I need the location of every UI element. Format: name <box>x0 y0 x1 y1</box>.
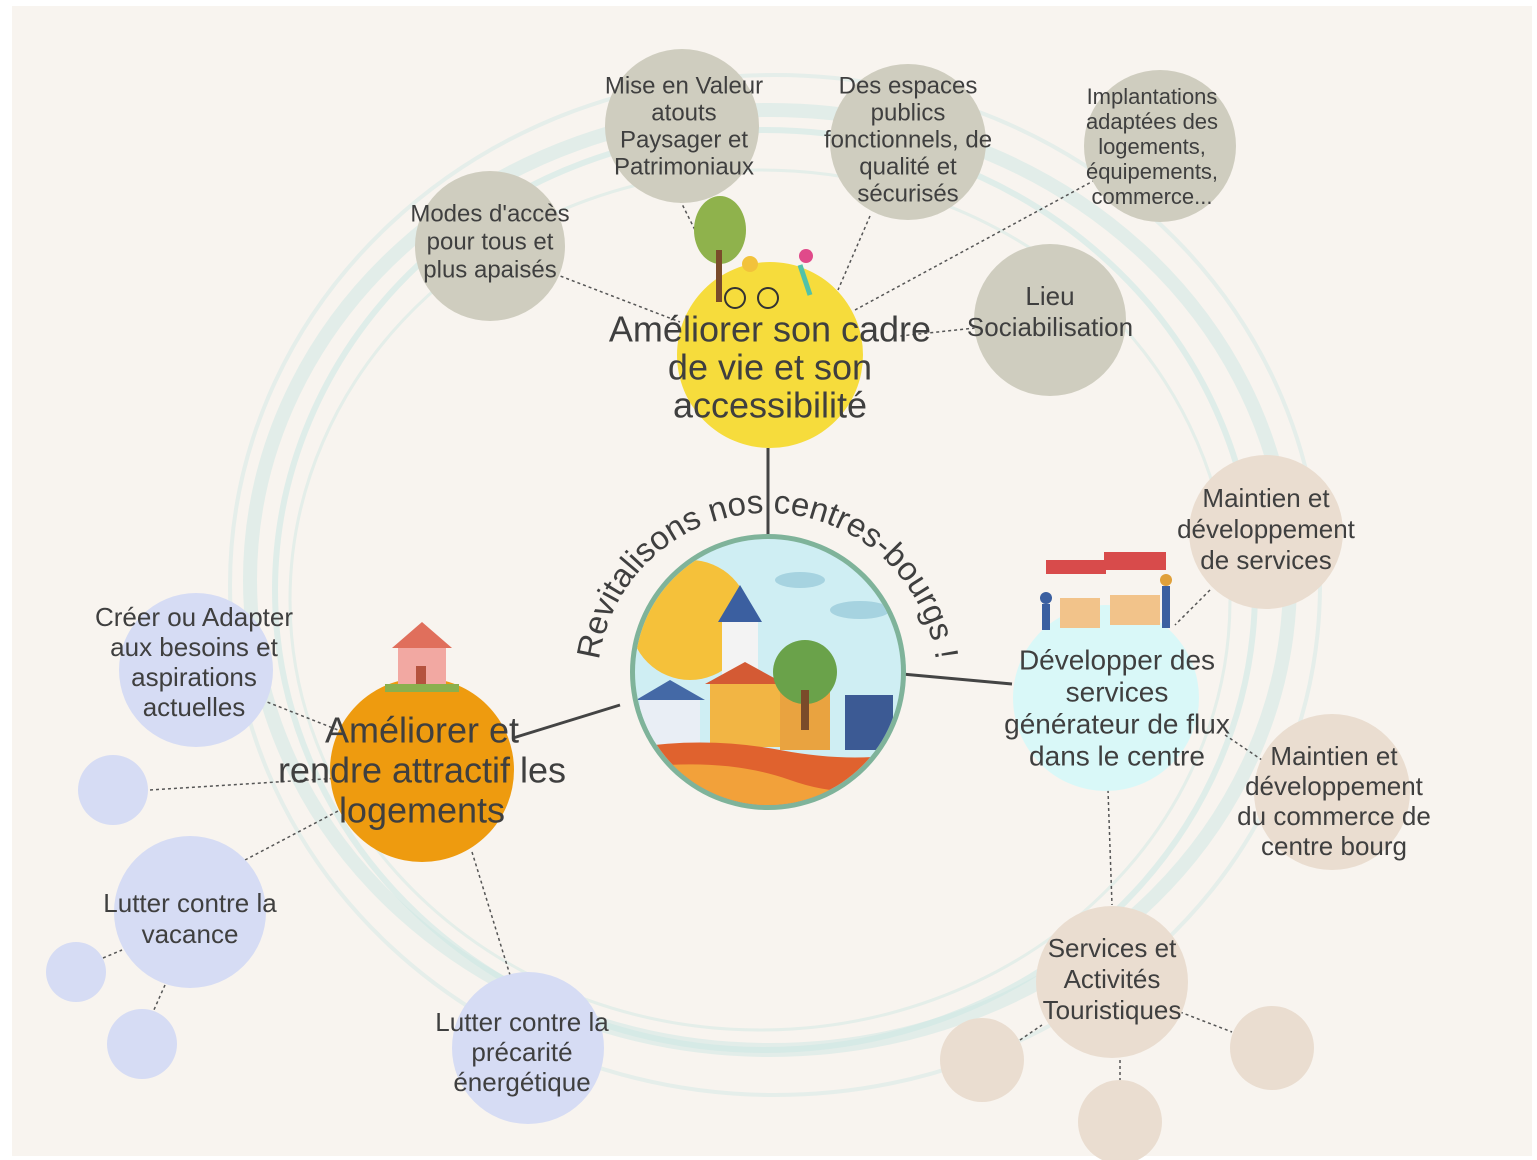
bubble-espaces-publics <box>830 64 986 220</box>
leaf-creer-label-line: aspirations <box>131 662 257 692</box>
leaf-modes-label-line: Modes d'accès <box>410 200 569 227</box>
hub-logements-label-line: rendre attractif les <box>278 750 566 791</box>
leaf-modes-label-line: plus apaisés <box>423 256 556 283</box>
bubble-implantations <box>1084 70 1236 222</box>
leaf-maintien_services-label-line: Maintien et <box>1202 483 1330 513</box>
hub-services <box>1013 605 1199 791</box>
hub-services-label-line: générateur de flux <box>1004 708 1230 739</box>
leaf-lieu-label-line: Sociabilisation <box>967 312 1133 342</box>
bubble-empty-6 <box>1078 1080 1162 1160</box>
connectors <box>102 179 1263 1082</box>
hub-services-label-line: services <box>1066 676 1169 707</box>
leaf-maintien_services-label-line: développement <box>1177 514 1356 544</box>
bubble-empty-4 <box>940 1018 1024 1102</box>
bubble-empty-5 <box>1230 1006 1314 1090</box>
bubble-lutter-vacance <box>114 836 266 988</box>
leaf-lieu-label-line: Lieu <box>1025 281 1074 311</box>
bubbles-cadre <box>415 49 1236 396</box>
bubble-empty-2 <box>46 942 106 1002</box>
leaf-vacance-label-line: vacance <box>142 919 239 949</box>
leaf-touristiques-label-line: Services et <box>1048 933 1177 963</box>
leaf-implantations-label-line: équipements, <box>1086 159 1218 184</box>
bicycle-icon <box>724 287 746 309</box>
leaf-touristiques-label-line: Touristiques <box>1043 995 1182 1025</box>
leaf-maintien_services-label-line: de services <box>1200 545 1332 575</box>
hub-logements-label-line: Améliorer et <box>325 710 519 751</box>
leaf-implantations-label-line: Implantations <box>1087 84 1218 109</box>
leaf-precarite-label-line: précarité <box>471 1037 572 1067</box>
leaf-vacance-label-line: Lutter contre la <box>103 888 277 918</box>
leaf-valeur-label-line: Paysager et <box>620 126 748 153</box>
house-icon <box>385 622 459 692</box>
bubble-modes-acces <box>415 171 565 321</box>
leaf-implantations-label-line: logements, <box>1098 134 1206 159</box>
bubbles-logements <box>46 593 604 1124</box>
hub-cadre-label-line: accessibilité <box>673 385 867 426</box>
market-stall-icon <box>1040 552 1172 630</box>
hub-connector-logements <box>512 703 621 740</box>
hub-services-label-line: dans le centre <box>1029 740 1205 771</box>
hub-cadre-de-vie <box>677 262 863 448</box>
tree-icon <box>773 640 837 704</box>
leaf-maintien_commerce-label-line: centre bourg <box>1261 831 1407 861</box>
hub-cadre-label-line: de vie et son <box>668 347 872 388</box>
leaf-touristiques-label-line: Activités <box>1064 964 1161 994</box>
bubble-maintien-commerce <box>1254 714 1410 870</box>
leaf-precarite-label-line: Lutter contre la <box>435 1007 609 1037</box>
bubble-lutter-precarite <box>452 972 604 1124</box>
leaf-espaces-label-line: qualité et <box>859 153 957 180</box>
bubble-empty-1 <box>78 755 148 825</box>
leaf-espaces-label-line: sécurisés <box>857 180 958 207</box>
hub-cadre-label-line: Améliorer son cadre <box>609 309 931 350</box>
bubble-creer-adapter <box>119 593 273 747</box>
leaf-valeur-label-line: Mise en Valeur <box>605 72 763 99</box>
leaf-implantations-label-line: commerce... <box>1091 184 1212 209</box>
leaf-maintien_commerce-label-line: du commerce de <box>1237 801 1431 831</box>
leaf-espaces-label-line: publics <box>871 99 946 126</box>
hub-services-label-line: Développer des <box>1019 644 1215 675</box>
leaf-creer-label-line: actuelles <box>143 692 246 722</box>
bubble-lieu-sociabilisation <box>974 244 1126 396</box>
leaf-creer-label-line: aux besoins et <box>110 632 278 662</box>
leaf-valeur-label-line: Patrimoniaux <box>614 153 754 180</box>
hub-connector-services <box>901 672 1013 686</box>
leaf-espaces-label-line: Des espaces <box>839 72 978 99</box>
leaf-maintien_commerce-label-line: Maintien et <box>1270 741 1398 771</box>
leaf-espaces-label-line: fonctionnels, de <box>824 126 992 153</box>
leaf-precarite-label-line: énergétique <box>453 1067 590 1097</box>
leaf-creer-label-line: Créer ou Adapter <box>95 602 293 632</box>
hub-logements-label-line: logements <box>339 790 505 831</box>
bubble-empty-3 <box>107 1009 177 1079</box>
leaf-valeur-label-line: atouts <box>651 99 716 126</box>
leaf-maintien_commerce-label-line: développement <box>1245 771 1424 801</box>
bubble-services-touristiques <box>1036 906 1188 1058</box>
leaf-implantations-label-line: adaptées des <box>1086 109 1218 134</box>
leaf-modes-label-line: pour tous et <box>427 228 554 255</box>
bubble-mise-en-valeur <box>605 49 759 203</box>
bubble-maintien-services <box>1189 455 1343 609</box>
scooter-rider-icon <box>799 249 813 263</box>
bubbles-services <box>940 455 1410 1160</box>
hub-logements <box>330 678 514 862</box>
cyclist-illustration <box>694 196 813 309</box>
